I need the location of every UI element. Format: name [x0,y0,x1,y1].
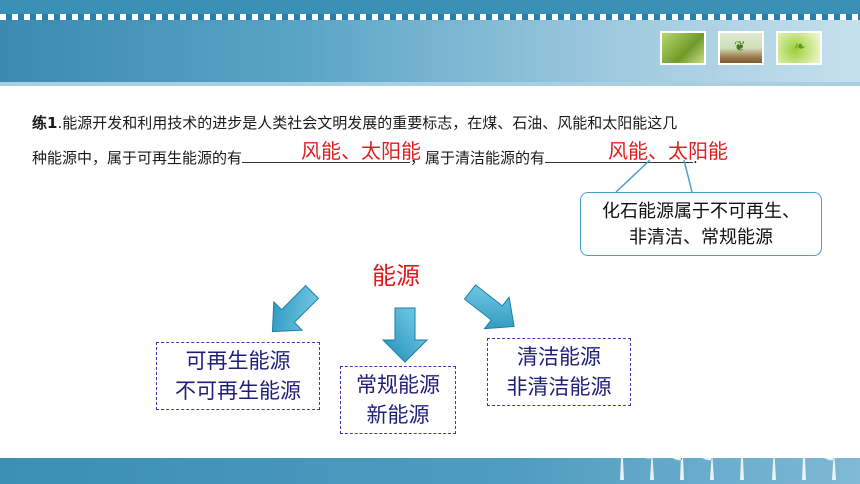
answer-1: 风能、太阳能 [301,139,421,163]
arrow-left-icon [271,284,320,333]
question-text-end: . [693,149,698,167]
arrow-down-icon [381,307,429,363]
leaf-photo-thumbnail: ❧ [776,31,822,65]
box-mid-line-1: 常规能源 [356,373,440,397]
box-right-line-1: 清洁能源 [517,345,601,369]
plant-photo-thumbnail [660,31,706,65]
question-line-1: 练1.能源开发和利用技术的进步是人类社会文明发展的重要标志，在煤、石油、风能和太… [32,112,677,133]
question-text-1: .能源开发和利用技术的进步是人类社会文明发展的重要标志，在煤、石油、风能和太阳能… [57,114,678,132]
sprout-icon: ❦ [734,39,746,55]
conventional-classification-box: 常规能源 新能源 [340,366,456,434]
header-top-strip [0,0,860,14]
callout-note: 化石能源属于不可再生、 非清洁、常规能源 [580,192,822,256]
header-banner-bottom [0,82,860,86]
renewable-classification-box: 可再生能源 不可再生能源 [156,342,320,410]
seedling-photo-thumbnail: ❦ [718,31,764,65]
box-left-line-1: 可再生能源 [185,349,291,373]
question-text-2b: ，属于清洁能源的有 [410,149,546,167]
answer-2: 风能、太阳能 [608,139,728,163]
header-banner [0,20,860,82]
box-mid-line-2: 新能源 [366,403,430,427]
box-left-line-2: 不可再生能源 [175,379,301,403]
question-text-2a: 种能源中，属于可再生能源的有 [32,149,243,167]
box-right-line-2: 非清洁能源 [506,375,612,399]
plant-silhouettes-decoration [610,434,845,480]
callout-line-1: 化石能源属于不可再生、 [602,201,800,222]
header-tick-row [0,14,860,20]
footer-band [0,458,860,484]
answer-blank-1 [242,146,411,163]
question-label: 练1 [32,114,58,132]
leaf-icon: ❧ [794,39,806,55]
clean-classification-box: 清洁能源 非清洁能源 [487,338,631,406]
arrow-right-icon [463,284,515,330]
diagram-center-title: 能源 [372,262,420,290]
callout-line-2: 非清洁、常规能源 [629,227,773,248]
